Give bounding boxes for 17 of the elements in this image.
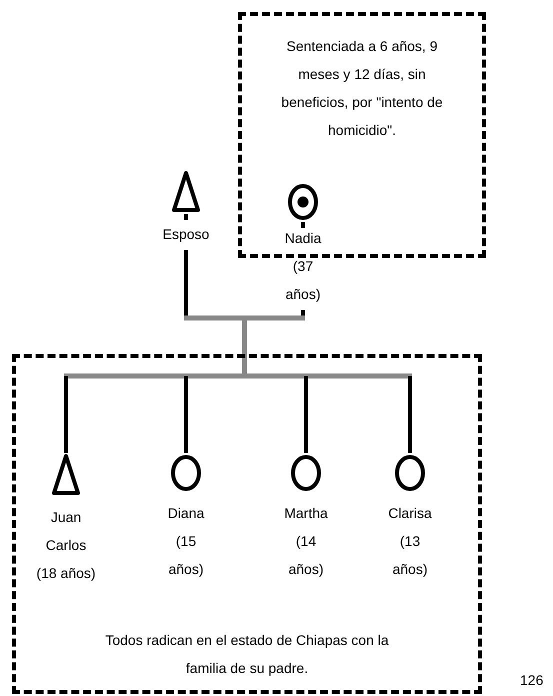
person-label: Esposo — [162, 225, 210, 244]
person-label: Diana (15 años) — [166, 504, 206, 579]
page-number: 126 — [520, 672, 544, 688]
descent-line — [242, 318, 247, 376]
parent-line — [184, 214, 188, 318]
child-line — [64, 376, 68, 453]
note-text: Todos radican en el estado de Chiapas con la familia de su padre. — [104, 631, 390, 678]
person-label: Clarisa (13 años) — [387, 504, 433, 579]
sibling-line — [64, 374, 412, 378]
child-line — [184, 376, 188, 453]
marriage-line — [184, 316, 305, 320]
note-text: Sentenciada a 6 años, 9 meses y 12 días, sin beneficios, por "intento de homicidio". — [280, 37, 444, 140]
child-line — [408, 376, 412, 453]
child-line — [304, 376, 308, 453]
person-label: Juan Carlos (18 años) — [36, 508, 96, 583]
note-box — [12, 354, 482, 694]
person-label: Martha (14 años) — [283, 504, 329, 579]
